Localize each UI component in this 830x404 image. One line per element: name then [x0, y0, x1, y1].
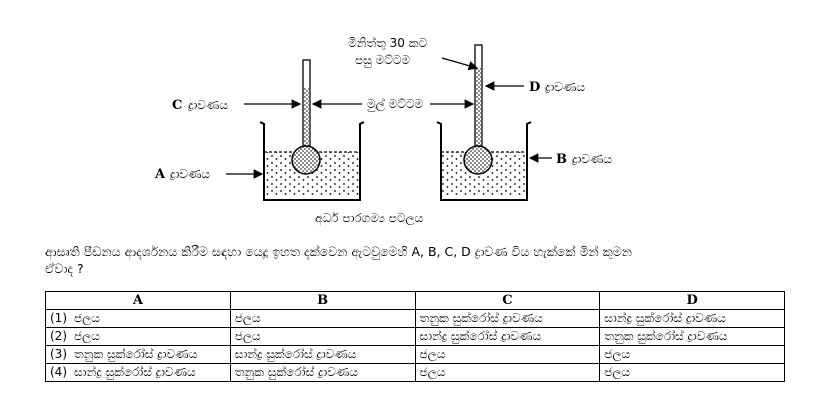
right-thistle-funnel [463, 44, 493, 175]
table-row[interactable]: (4) සාන්ද්‍ර සුක්රෝස් ද්‍රාවණය තනුක සුක්ර… [45, 363, 785, 382]
cell-a: (4) සාන්ද්‍ර සුක්රෝස් ද්‍රාවණය [45, 363, 231, 382]
question-line-2: ඒවාද ? [45, 261, 84, 276]
cell-a-text: තනුක සුක්රෝස් ද්‍රාවණය [74, 347, 198, 361]
label-initial-level: මුල් මට්ටම [367, 97, 424, 112]
cell-b: ජලය [229, 309, 416, 328]
header-d: D [599, 291, 785, 310]
question-text: ආසෘති පීඩනය ආදර්ශනය කිරීම සඳහා යෙදූ ඉහත … [45, 243, 785, 277]
label-a-word: ද්‍රාවණය [169, 167, 210, 181]
table-row[interactable]: (1) ජලය ජලය තනුක සුක්රෝස් ද්‍රාවණය සාන්ද්… [45, 309, 785, 328]
cell-b: සාන්ද්‍ර සුක්රෝස් ද්‍රාවණය [229, 345, 416, 364]
cell-a-text: ජලය [74, 329, 100, 343]
option-number: (2) [50, 329, 67, 343]
label-membrane: අර්ධ පාරගම්‍ය පටලය [315, 211, 424, 226]
cell-c: ජලය [414, 345, 601, 364]
label-a-letter: A [154, 167, 166, 182]
table-row[interactable]: (2) ජලය ජලය සාන්ද්‍ර සුක්රෝස් ද්‍රාවණය තන… [45, 327, 785, 346]
osmosis-apparatus-diagram: මිනිත්තු 30 කට පසු මට්ටම මුල් මට්ටම C ද්… [154, 36, 612, 226]
option-number: (4) [50, 365, 67, 379]
cell-a: (2) ජලය [45, 327, 231, 346]
table-row[interactable]: (3) තනුක සුක්රෝස් ද්‍රාවණය සාන්ද්‍ර සුක්ර… [45, 345, 785, 364]
label-d-letter: D [529, 80, 540, 95]
option-number: (1) [50, 311, 67, 325]
cell-d: ජලය [599, 345, 785, 364]
cell-c: සාන්ද්‍ර සුක්රෝස් ද්‍රාවණය [414, 327, 601, 346]
question-line-1: ආසෘති පීඩනය ආදර්ශනය කිරීම සඳහා යෙදූ ඉහත … [45, 244, 632, 259]
label-b-word: ද්‍රාවණය [571, 152, 612, 166]
cell-a-text: ජලය [74, 311, 100, 325]
cell-c: තනුක සුක්රෝස් ද්‍රාවණය [414, 309, 601, 328]
cell-c: ජලය [414, 363, 601, 382]
cell-a: (3) තනුක සුක්රෝස් ද්‍රාවණය [45, 345, 231, 364]
header-c: C [414, 291, 601, 310]
answer-options-table: A B C D (1) ජලය ජලය තනුක සුක්රෝස් ද්‍රාවණ… [45, 291, 785, 382]
label-after-30min-line2: පසු මට්ටම [355, 53, 410, 68]
label-b-letter: B [556, 152, 567, 167]
table-header-row: A B C D [45, 291, 785, 310]
arrow-after-30min [441, 57, 479, 71]
cell-d: සාන්ද්‍ර සුක්රෝස් ද්‍රාවණය [599, 309, 785, 328]
header-a: A [45, 291, 231, 310]
label-c-word: ද්‍රාවණය [187, 98, 228, 112]
left-thistle-funnel [291, 59, 321, 175]
cell-d: ජලය [599, 363, 785, 382]
cell-d: තනුක සුක්රෝස් ද්‍රාවණය [599, 327, 785, 346]
cell-b: තනුක සුක්රෝස් ද්‍රාවණය [229, 363, 416, 382]
label-after-30min-line1: මිනිත්තු 30 කට [348, 36, 428, 50]
header-b: B [229, 291, 416, 310]
option-number: (3) [50, 347, 67, 361]
label-d-word: ද්‍රාවණය [544, 80, 585, 94]
cell-b: ජලය [229, 327, 416, 346]
cell-a: (1) ජලය [45, 309, 231, 328]
cell-a-text: සාන්ද්‍ර සුක්රෝස් ද්‍රාවණය [74, 365, 196, 379]
label-c-letter: C [172, 98, 182, 113]
